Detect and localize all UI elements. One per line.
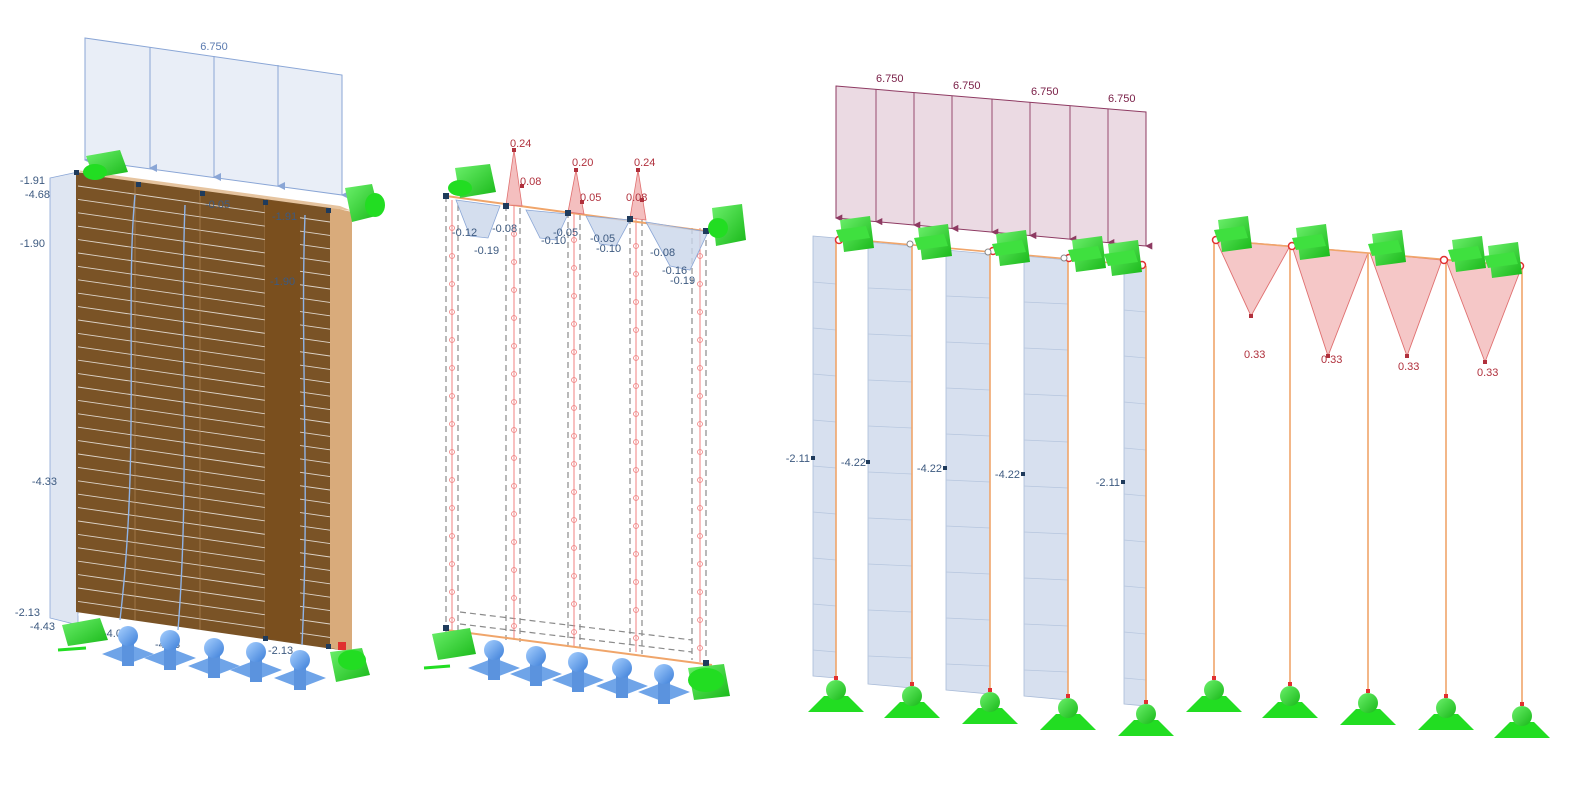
view1-inner-label-3: -4.0 — [103, 628, 122, 640]
hinge-support-icon — [914, 224, 952, 260]
hinge-support-icon — [992, 230, 1030, 266]
view2-value-5: -0.05 — [590, 233, 615, 245]
line-support-icon — [688, 664, 730, 700]
hinge-support-icon — [836, 216, 874, 252]
view1-label-0: -1.91 — [20, 175, 45, 187]
hinge-support-icon — [1068, 236, 1106, 272]
view1-label-4: -2.13 — [15, 607, 40, 619]
hinge-support-icon — [1448, 236, 1486, 272]
ball-support-icon — [552, 652, 604, 692]
hinge-support-icon — [448, 164, 496, 198]
view2-value-4: -0.05 — [553, 227, 578, 239]
hinge-support-icon — [345, 184, 385, 222]
hinge-support-icon — [1186, 676, 1242, 712]
view1-load-label: 6.750 — [200, 41, 228, 53]
view2-value-1: -0.19 — [474, 245, 499, 257]
view1-wall-panel: 6.750 -1.91 — [15, 37, 385, 690]
view3-axial-0: -2.11 — [786, 453, 810, 465]
view2-peak-5: 0.08 — [626, 192, 647, 204]
view3-columns-axial: 6.750 6.750 6.750 6.750 — [786, 73, 1174, 736]
view2-peak-1: 0.08 — [520, 176, 541, 188]
view4-moment-3: 0.33 — [1477, 367, 1498, 379]
ball-support-icon — [468, 640, 520, 680]
view1-inner-label-1: -1.90 — [270, 276, 295, 288]
view4-moment-1: 0.33 — [1321, 354, 1342, 366]
ball-support-icon — [596, 658, 648, 698]
hinge-support-icon — [808, 676, 864, 712]
view3-load-0: 6.750 — [876, 73, 904, 85]
view3-load-3: 6.750 — [1108, 93, 1136, 105]
view2-value-0: -0.12 — [452, 227, 477, 239]
hinge-support-icon — [1262, 682, 1318, 718]
view3-load-2: 6.750 — [1031, 86, 1059, 98]
hinge-support-icon — [1484, 242, 1522, 278]
hinge-support-icon — [1118, 700, 1174, 736]
view3-axial-2: -4.22 — [917, 463, 942, 475]
view2-peak-0: 0.24 — [510, 138, 531, 150]
ball-support-icon — [638, 664, 690, 704]
view1-label-3: -4.33 — [32, 476, 57, 488]
view3-axial-4: -2.11 — [1096, 477, 1120, 489]
view1-inner-label-5: -0.05 — [205, 199, 230, 211]
view1-label-2: -1.90 — [20, 238, 45, 250]
view1-label-1: -4.68 — [25, 189, 50, 201]
view2-peak-2: 0.20 — [572, 157, 593, 169]
view1-timber-panel — [76, 172, 340, 650]
ball-support-icon — [188, 638, 240, 678]
hinge-support-icon — [1340, 689, 1396, 725]
view2-value-3: -0.10 — [541, 235, 566, 247]
view3-axial-3: -4.22 — [995, 469, 1020, 481]
ball-support-icon — [274, 650, 326, 690]
view2-value-2: -0.08 — [492, 223, 517, 235]
view2-value-6: -0.10 — [596, 243, 621, 255]
view2-value-7: -0.08 — [650, 247, 675, 259]
ball-support-icon — [144, 630, 196, 670]
hinge-support-icon — [708, 204, 746, 246]
ball-support-icon — [510, 646, 562, 686]
view1-label-5: -4.43 — [30, 621, 55, 633]
view4-columns-moment: 0.33 0.33 0.33 0.33 — [1186, 216, 1550, 738]
hinge-support-icon — [83, 150, 128, 180]
hinge-support-icon — [1104, 240, 1142, 276]
view3-axial-1: -4.22 — [841, 457, 866, 469]
view1-inner-label-2: -2.13 — [268, 645, 293, 657]
hinge-support-icon — [962, 688, 1018, 724]
view1-line-load: 6.750 — [84, 37, 349, 199]
ball-support-icon — [230, 642, 282, 682]
view3-load-1: 6.750 — [953, 80, 981, 92]
view2-peak-3: 0.05 — [580, 192, 601, 204]
hinge-support-icon — [1292, 224, 1330, 260]
view2-peak-4: 0.24 — [634, 157, 655, 169]
line-support-icon — [330, 648, 370, 682]
hinge-support-icon — [1368, 230, 1406, 266]
hinge-support-icon — [1040, 694, 1096, 730]
line-support-icon — [57, 618, 108, 652]
hinge-support-icon — [1494, 702, 1550, 738]
ball-support-icon — [102, 626, 154, 666]
hinge-support-icon — [884, 682, 940, 718]
view2-value-8: -0.16 — [662, 265, 687, 277]
view2-frame-model: 0.24 0.08 0.20 0.05 0.24 0.08 -0.12 -0.1… — [423, 138, 746, 704]
view3-line-load: 6.750 6.750 6.750 6.750 — [835, 73, 1153, 250]
view4-moment-0: 0.33 — [1244, 349, 1265, 361]
view4-moment-2: 0.33 — [1398, 361, 1419, 373]
view2-value-9: -0.19 — [670, 275, 695, 287]
view1-inner-label-0: -1.91 — [272, 211, 297, 223]
hinge-support-icon — [1418, 694, 1474, 730]
line-support-icon — [423, 628, 476, 670]
hinge-support-icon — [1214, 216, 1252, 252]
